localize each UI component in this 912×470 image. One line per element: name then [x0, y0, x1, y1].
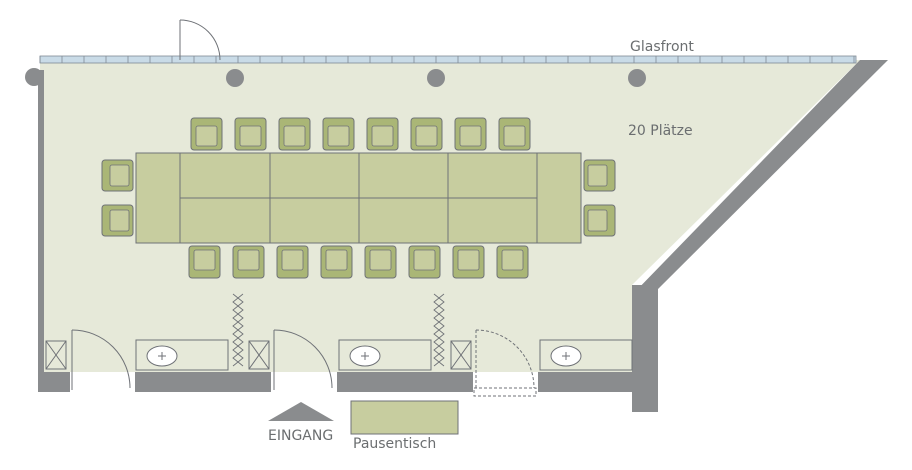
wall-right-lower [632, 285, 658, 412]
label-break-table: Pausentisch [353, 436, 436, 452]
chair [190, 117, 223, 151]
pillar [628, 69, 646, 87]
chair [276, 245, 309, 279]
door-top [179, 19, 221, 61]
wall-bottom-mid-2 [337, 372, 473, 392]
chair [320, 245, 353, 279]
chair [496, 245, 529, 279]
conference-table [135, 152, 582, 244]
chair [366, 117, 399, 151]
chair [454, 117, 487, 151]
pillar-corner [25, 68, 43, 86]
chair [232, 245, 265, 279]
wall-diagonal [632, 60, 888, 295]
door-bottom-2 [273, 329, 333, 390]
chair [188, 245, 221, 279]
chair [452, 245, 485, 279]
storage-cabinets [45, 340, 472, 370]
chair [101, 204, 134, 237]
chairs [101, 117, 616, 279]
pillar [427, 69, 445, 87]
label-entrance: EINGANG [268, 428, 333, 444]
sink-counter [539, 339, 633, 371]
sink-counters [135, 339, 633, 371]
chair [364, 245, 397, 279]
label-capacity: 20 Plätze [628, 123, 693, 139]
chair [498, 117, 531, 151]
wall-bottom-mid-1 [135, 372, 271, 392]
wall-bottom-right [538, 372, 638, 392]
partition-hinges [232, 293, 445, 367]
cabinet-x [248, 340, 270, 370]
chair [410, 117, 443, 151]
chair [583, 159, 616, 192]
break-table [350, 400, 459, 435]
cabinet-x [45, 340, 67, 370]
chair [234, 117, 267, 151]
door-bottom-1 [71, 329, 131, 390]
wall-left [38, 70, 44, 392]
door-bottom-3-dashed [473, 329, 537, 397]
wall-bottom-left-stub [38, 372, 70, 392]
chair [408, 245, 441, 279]
sink-counter [135, 339, 229, 371]
chair [322, 117, 355, 151]
glass-front [39, 55, 857, 64]
pillars [25, 68, 646, 87]
label-glass-front: Glasfront [630, 39, 694, 55]
cabinet-x [450, 340, 472, 370]
sink-counter [338, 339, 432, 371]
chair [101, 159, 134, 192]
entrance-arrow-icon [268, 402, 334, 421]
chair [583, 204, 616, 237]
chair [278, 117, 311, 151]
pillar [226, 69, 244, 87]
